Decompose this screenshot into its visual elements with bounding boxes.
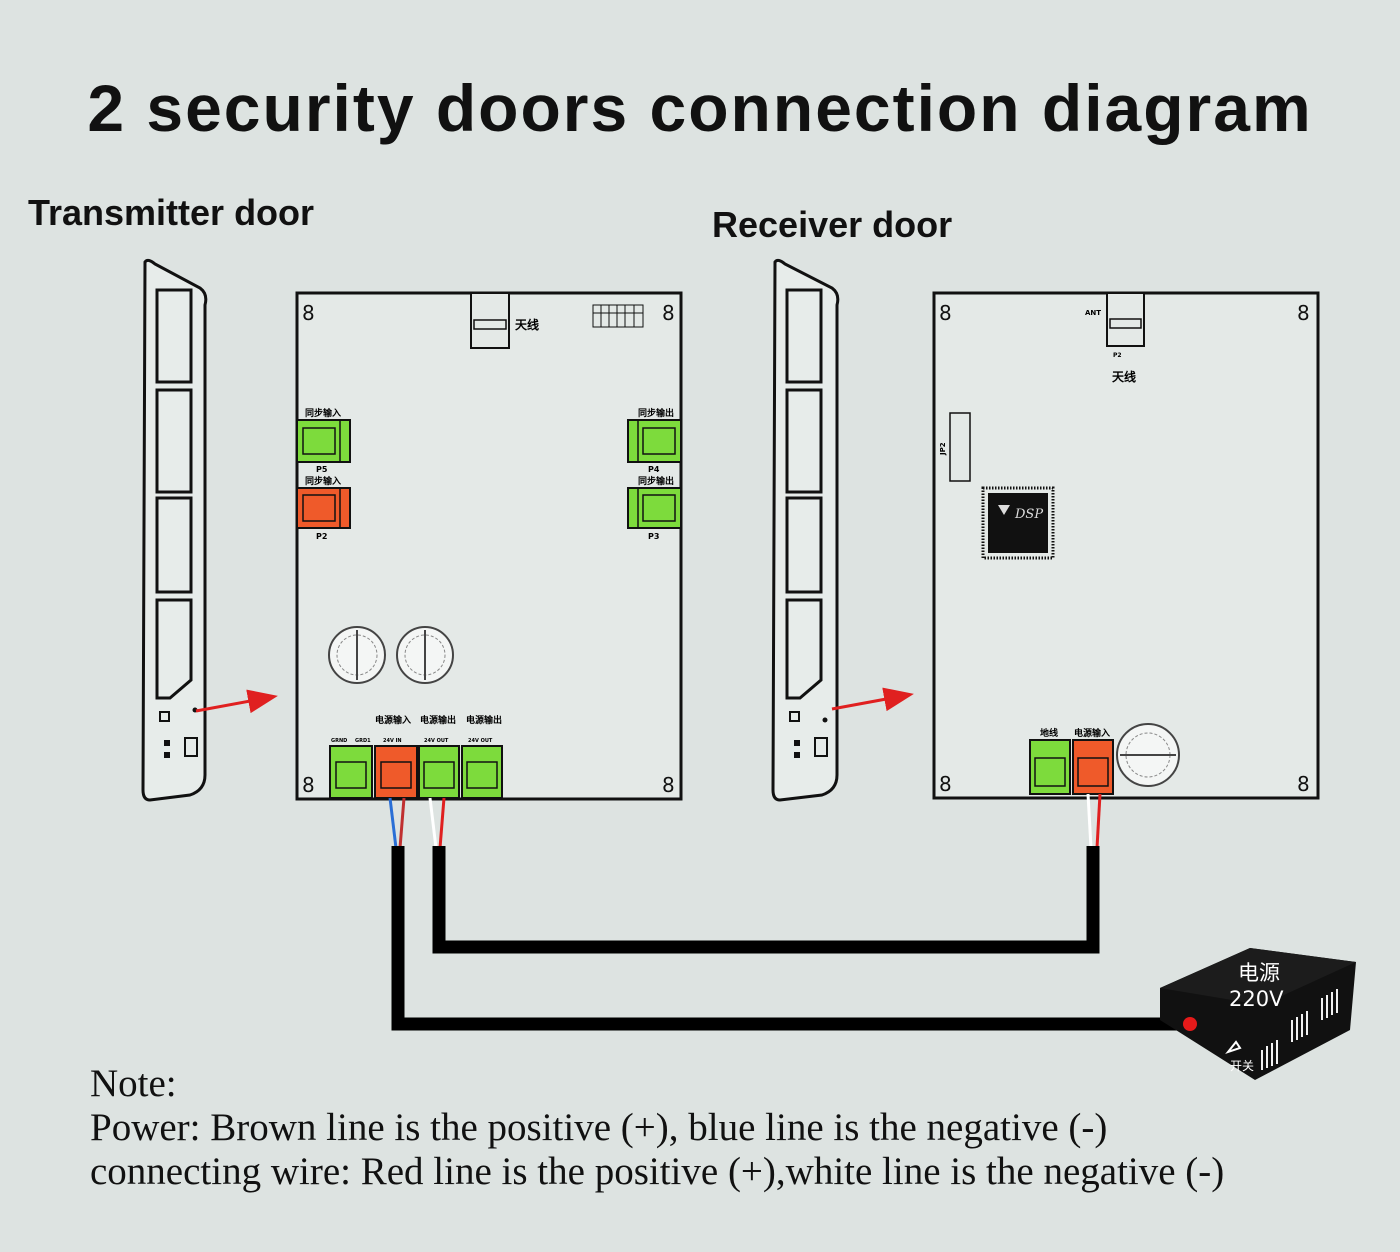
receiver-door-label: Receiver door xyxy=(712,204,953,245)
svg-text:8: 8 xyxy=(1297,301,1310,325)
grnd-label: GRND xyxy=(331,738,347,744)
svg-text:8: 8 xyxy=(662,773,675,797)
p4-terminal xyxy=(627,419,682,463)
transmitter-door-pillar xyxy=(141,258,208,802)
svg-text:8: 8 xyxy=(302,773,315,797)
tx-power-out-2-label: 电源输出 xyxy=(466,714,502,726)
rx-ground-label: 地线 xyxy=(1040,727,1058,739)
svg-text:8: 8 xyxy=(662,301,675,325)
p4-label: P4 xyxy=(648,465,660,474)
power-out-2-terminal xyxy=(461,745,503,799)
power-in-terminal xyxy=(374,745,418,799)
cables xyxy=(391,846,1185,1031)
gnd-terminal xyxy=(329,745,373,799)
dsp-chip: DSP xyxy=(981,486,1055,560)
svg-text:8: 8 xyxy=(939,301,952,325)
switch-label: 开关 xyxy=(1230,1059,1254,1073)
switch-icon xyxy=(1225,1040,1242,1055)
power-out-1-terminal xyxy=(418,745,460,799)
tx-p2-label: P2 xyxy=(316,532,327,541)
receiver-door-pillar xyxy=(771,258,840,802)
power-switch[interactable]: 开关 xyxy=(1225,1040,1254,1073)
rx-power-in-terminal xyxy=(1072,739,1114,795)
tx-power-out-1-label: 电源输出 xyxy=(420,714,456,726)
tx-sync-out-top-label: 同步输出 xyxy=(638,407,674,419)
power-supply: 电源 220V 开关 xyxy=(1160,948,1356,1080)
p3-terminal xyxy=(627,487,682,529)
tx-fan-left xyxy=(328,626,386,684)
transmitter-board: 8 8 8 8 天线 同步输入 P5 同步输入 P2 同步输出 P4 同步输出 xyxy=(295,291,683,801)
rx-antenna-label: 天线 xyxy=(1112,369,1136,384)
p5-terminal xyxy=(296,419,351,463)
p3-label: P3 xyxy=(648,532,659,541)
transmitter-door-label: Transmitter door xyxy=(28,192,315,233)
tx-antenna-label: 天线 xyxy=(515,317,539,332)
svg-text:8: 8 xyxy=(1297,772,1310,796)
24v-out-a-label: 24V OUT xyxy=(424,738,449,744)
rx-gnd-terminal xyxy=(1029,739,1071,795)
note-line-wire: connecting wire: Red line is the positiv… xyxy=(90,1150,1225,1193)
tx-sync-out-bottom-label: 同步输出 xyxy=(638,475,674,487)
svg-text:8: 8 xyxy=(939,772,952,796)
receiver-board: 8 8 8 8 ANT P2 天线 JP2 DSP 地线 电源输入 xyxy=(932,291,1320,800)
tx-sync-in-bottom-label: 同步输入 xyxy=(305,475,341,487)
rx-power-in-label: 电源输入 xyxy=(1074,727,1110,739)
rx-arrow xyxy=(831,687,914,712)
power-indicator xyxy=(1183,1017,1197,1031)
svg-text:8: 8 xyxy=(302,301,315,325)
tx-sync-in-top-label: 同步输入 xyxy=(305,407,341,419)
tx-power-in-label: 电源输入 xyxy=(375,714,411,726)
jp2-label: JP2 xyxy=(939,442,947,456)
p5-label: P5 xyxy=(316,465,328,474)
rx-fan xyxy=(1116,723,1180,787)
24v-in-label: 24V IN xyxy=(383,738,402,744)
24v-out-b-label: 24V OUT xyxy=(468,738,493,744)
rx-ant-label: ANT xyxy=(1085,309,1101,317)
rx-p2-label: P2 xyxy=(1113,352,1122,359)
page-title: 2 security doors connection diagram xyxy=(87,71,1313,145)
p2-terminal xyxy=(296,487,351,529)
terminal-wires xyxy=(388,793,1102,849)
note-block: Note: Power: Brown line is the positive … xyxy=(90,1062,1224,1194)
note-line-power: Power: Brown line is the positive (+), b… xyxy=(90,1106,1108,1149)
tx-arrow xyxy=(195,689,278,714)
tx-fan-right xyxy=(396,626,454,684)
power-supply-voltage: 220V xyxy=(1229,987,1284,1011)
grd1-label: GRD1 xyxy=(355,738,371,744)
power-supply-label: 电源 xyxy=(1238,961,1280,985)
note-heading: Note: xyxy=(90,1062,177,1105)
dsp-label: DSP xyxy=(1014,507,1043,522)
